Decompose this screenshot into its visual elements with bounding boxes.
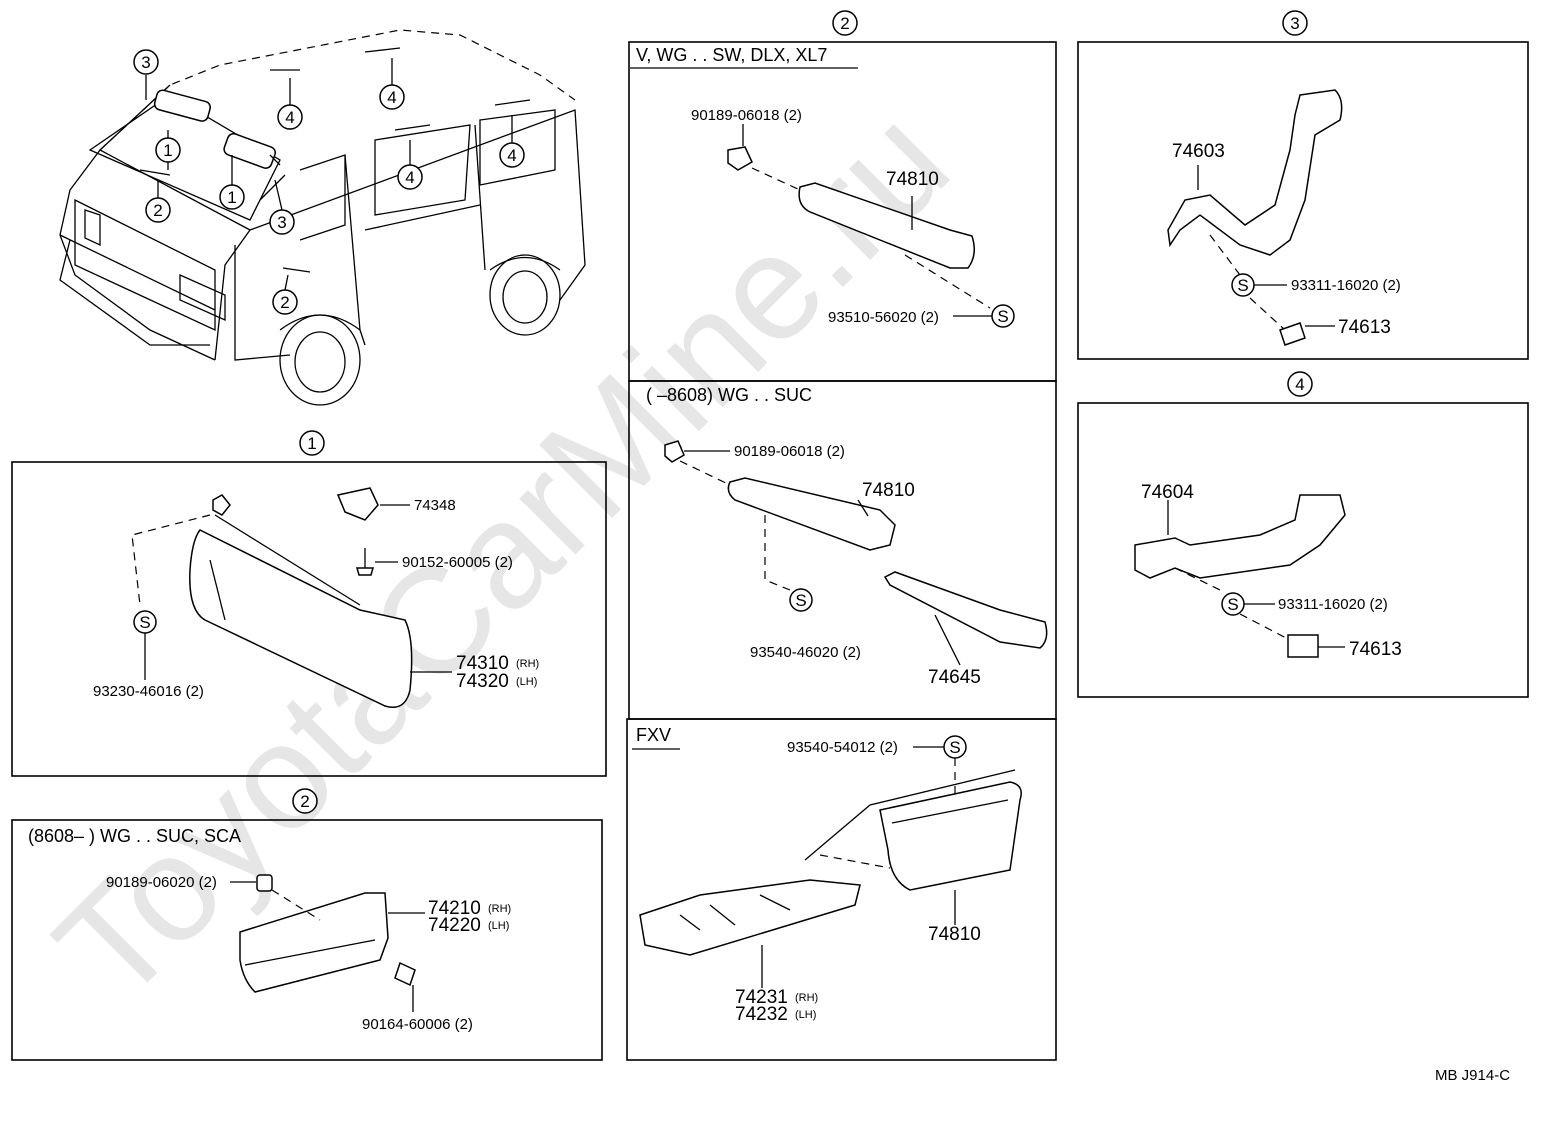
label-90189-06020: 90189-06020 (2) bbox=[106, 874, 217, 891]
sun-visor-part bbox=[189, 529, 413, 708]
callout-1-b: 1 bbox=[219, 184, 245, 210]
grip-74603-part bbox=[1167, 89, 1343, 256]
section-2-bl-header: (8608– ) WG . . SUC, SCA bbox=[28, 826, 241, 846]
callout-4-b: 4 bbox=[379, 84, 405, 110]
section-1-number-circle bbox=[299, 430, 325, 456]
label-74320: 74320 bbox=[456, 671, 509, 692]
svg-text:S: S bbox=[139, 613, 150, 632]
svg-text:4: 4 bbox=[507, 146, 516, 165]
svg-text:2: 2 bbox=[300, 792, 309, 811]
svg-text:3: 3 bbox=[277, 213, 286, 232]
label-74220: 74220 bbox=[428, 915, 481, 936]
svg-text:S: S bbox=[1227, 595, 1238, 614]
label-74604: 74604 bbox=[1141, 482, 1194, 503]
assist-grip-74210-part bbox=[239, 892, 389, 993]
svg-text:3: 3 bbox=[141, 53, 150, 72]
label-74613-s3: 74613 bbox=[1338, 317, 1391, 338]
label-74210: 74210 bbox=[428, 898, 481, 919]
label-90189-06018-top: 90189-06018 (2) bbox=[691, 107, 802, 124]
svg-text:3: 3 bbox=[1290, 14, 1299, 33]
svg-text:2: 2 bbox=[153, 201, 162, 220]
label-74310: 74310 bbox=[456, 653, 509, 674]
section-2-bottom-left: 2 (8608– ) WG . . SUC, SCA 90189-06020 (… bbox=[11, 788, 603, 1061]
van-overview bbox=[59, 29, 586, 406]
svg-text:(LH): (LH) bbox=[516, 676, 537, 688]
section-1-frame bbox=[11, 461, 607, 777]
section-3: 3 S 74603 93311-16020 (2) 74613 bbox=[1077, 10, 1529, 360]
label-93540-54012: 93540-54012 (2) bbox=[787, 739, 898, 756]
grip-74604-part bbox=[1134, 494, 1346, 579]
grip-74810-top-part bbox=[798, 182, 975, 269]
svg-text:(RH): (RH) bbox=[795, 992, 818, 1004]
callout-4-a: 4 bbox=[277, 104, 303, 130]
section-4: 4 S 74604 93311-16020 (2) 74613 bbox=[1077, 371, 1529, 698]
svg-text:2: 2 bbox=[280, 293, 289, 312]
svg-text:4: 4 bbox=[285, 108, 294, 127]
callout-4-c: 4 bbox=[397, 164, 423, 190]
svg-text:4: 4 bbox=[387, 88, 396, 107]
label-74810-bottom: 74810 bbox=[928, 924, 981, 945]
svg-text:2: 2 bbox=[840, 14, 849, 33]
section-2-column: 2 V, WG . . SW, DLX, XL7 S 90189-06018 (… bbox=[626, 10, 1057, 1061]
svg-text:S: S bbox=[997, 307, 1008, 326]
label-74348: 74348 bbox=[414, 497, 456, 514]
label-93510: 93510-56020 (2) bbox=[828, 309, 939, 326]
label-93311-s3: 93311-16020 (2) bbox=[1291, 277, 1401, 294]
holder-74348-part bbox=[336, 487, 379, 521]
section-2-bottom-header: FXV bbox=[636, 725, 671, 745]
svg-text:(RH): (RH) bbox=[488, 903, 511, 915]
label-74232: 74232 bbox=[735, 1004, 788, 1025]
diagram-code: MB J914-C bbox=[1435, 1067, 1510, 1084]
section-1-number: 1 bbox=[307, 434, 316, 453]
grip-74810-mid-part bbox=[727, 477, 896, 551]
box-74810-bottom-part bbox=[879, 781, 1022, 891]
callout-3-b: 3 bbox=[269, 209, 295, 235]
svg-text:(LH): (LH) bbox=[795, 1009, 816, 1021]
cover-74645-part bbox=[883, 571, 1048, 649]
label-74603: 74603 bbox=[1172, 141, 1225, 162]
label-74231: 74231 bbox=[735, 987, 788, 1008]
label-74810-top: 74810 bbox=[886, 169, 939, 190]
svg-text:(LH): (LH) bbox=[488, 920, 509, 932]
callout-3-a: 3 bbox=[133, 49, 159, 75]
svg-text:S: S bbox=[949, 738, 960, 757]
section-2-middle-header: ( –8608) WG . . SUC bbox=[646, 385, 812, 405]
label-93230: 93230-46016 (2) bbox=[93, 683, 204, 700]
label-74613-s4: 74613 bbox=[1349, 639, 1402, 660]
svg-text:S: S bbox=[1237, 276, 1248, 295]
overview-callouts: 3 1 2 1 3 4 4 4 4 2 bbox=[133, 49, 525, 315]
svg-text:4: 4 bbox=[1295, 375, 1304, 394]
callout-2-a: 2 bbox=[145, 197, 171, 223]
label-93540-46020: 93540-46020 (2) bbox=[750, 644, 861, 661]
section-2-bl-frame bbox=[11, 819, 603, 1061]
svg-text:4: 4 bbox=[405, 168, 414, 187]
label-90164: 90164-60006 (2) bbox=[362, 1016, 473, 1033]
svg-text:S: S bbox=[795, 591, 806, 610]
panel-74231-part bbox=[639, 879, 861, 956]
svg-text:(RH): (RH) bbox=[516, 658, 539, 670]
label-74810-mid: 74810 bbox=[862, 480, 915, 501]
callout-2-b: 2 bbox=[272, 289, 298, 315]
label-93311-s4: 93311-16020 (2) bbox=[1278, 596, 1388, 613]
label-74645: 74645 bbox=[928, 667, 981, 688]
section-2-top-header: V, WG . . SW, DLX, XL7 bbox=[636, 45, 827, 65]
label-90189-06018-mid: 90189-06018 (2) bbox=[734, 443, 845, 460]
svg-text:1: 1 bbox=[227, 188, 236, 207]
section-1: 1 S 74348 90152-60005 (2) 93230-46016 (2… bbox=[11, 430, 607, 777]
label-90152: 90152-60005 (2) bbox=[402, 554, 513, 571]
callout-1-a: 1 bbox=[155, 137, 181, 163]
callout-4-d: 4 bbox=[499, 142, 525, 168]
svg-text:1: 1 bbox=[163, 141, 172, 160]
